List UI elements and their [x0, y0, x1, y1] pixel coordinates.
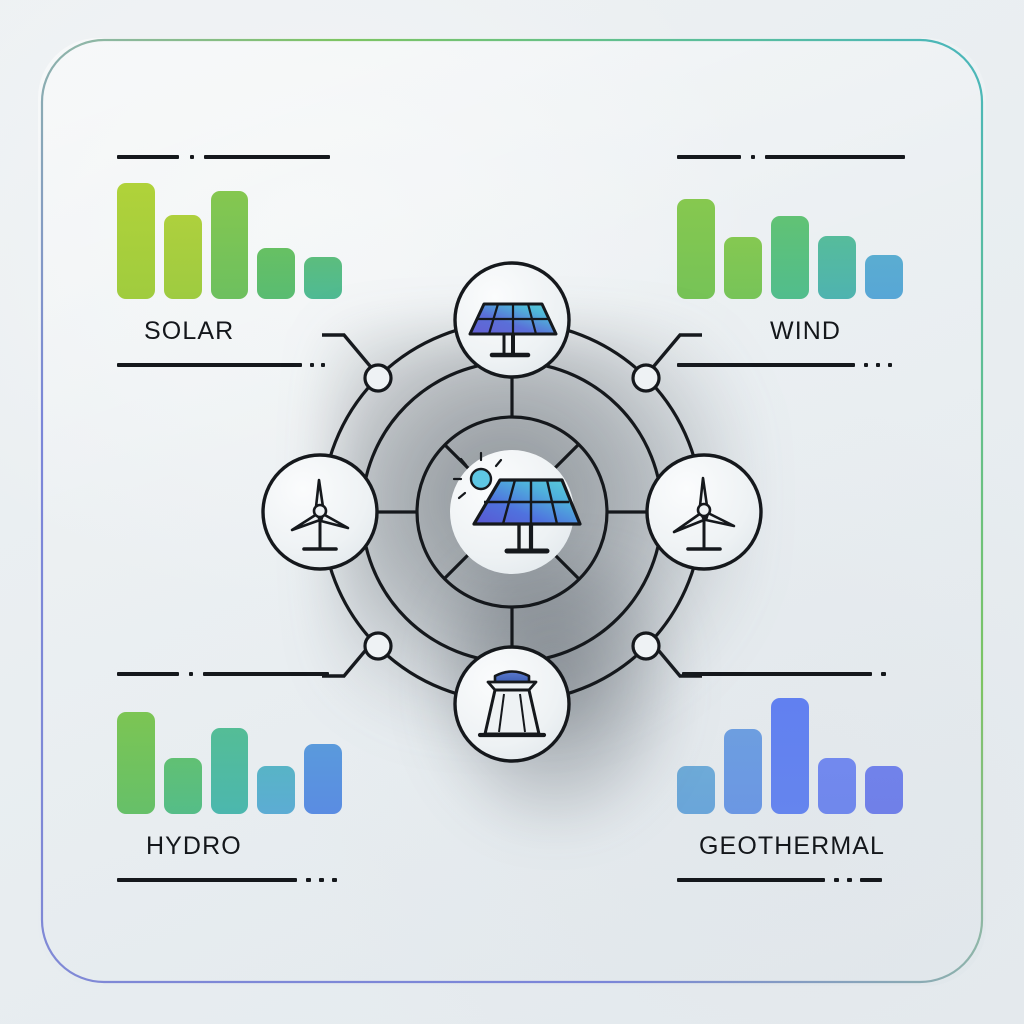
bar	[771, 698, 809, 814]
bar	[304, 744, 342, 814]
junction-node	[363, 631, 393, 661]
bar	[865, 766, 903, 814]
solar-panel-icon	[468, 302, 558, 358]
geothermal-bottom-rule	[677, 878, 917, 882]
bar	[724, 237, 762, 299]
junction-node	[631, 631, 661, 661]
quadrant-hydro: HYDRO	[117, 698, 342, 882]
wind-turbine-icon	[290, 478, 350, 551]
solar-bottom-rule	[117, 363, 342, 367]
bar	[677, 199, 715, 299]
bar	[257, 766, 296, 814]
hub-node-bottom[interactable]	[453, 645, 571, 763]
central-hub-diagram	[261, 261, 763, 763]
quadrant-solar: SOLAR	[117, 155, 342, 367]
bar	[818, 758, 856, 814]
quadrant-label-wind: WIND	[770, 317, 842, 345]
hydro-bars	[117, 698, 342, 814]
bar	[117, 183, 155, 299]
bar	[865, 255, 903, 299]
solar-bars	[117, 183, 342, 299]
hub-center[interactable]	[450, 450, 582, 574]
hub-node-right[interactable]	[645, 453, 763, 571]
wind-bars	[677, 183, 907, 299]
bar	[210, 191, 249, 299]
hub-node-left[interactable]	[261, 453, 379, 571]
bar	[677, 766, 715, 814]
solar-panel-sun-icon	[452, 451, 582, 554]
hub-node-top[interactable]	[453, 261, 571, 379]
junction-node	[631, 363, 661, 393]
quadrant-wind: WIND	[677, 155, 907, 367]
bar	[818, 236, 856, 299]
bar	[257, 248, 296, 299]
hydro-top-rule	[117, 672, 342, 676]
quadrant-label-geothermal: GEOTHERMAL	[699, 832, 886, 860]
quadrant-label-solar: SOLAR	[144, 317, 235, 345]
wind-top-rule	[677, 155, 907, 159]
quadrant-geothermal: GEOTHERMAL	[677, 698, 917, 882]
hub-junctions	[363, 363, 661, 661]
geothermal-bars	[677, 698, 917, 814]
bar	[771, 216, 809, 299]
bar	[210, 728, 249, 814]
cooling-tower-icon	[477, 670, 547, 738]
quadrant-label-hydro: HYDRO	[146, 832, 242, 860]
geothermal-top-rule	[682, 672, 907, 676]
bar	[117, 712, 155, 814]
bar	[724, 729, 762, 814]
wind-bottom-rule	[677, 363, 907, 367]
bar	[163, 215, 202, 299]
wind-turbine-icon	[672, 476, 736, 551]
junction-node	[363, 363, 393, 393]
solar-top-rule	[117, 155, 342, 159]
bar	[304, 257, 342, 299]
hydro-bottom-rule	[117, 878, 342, 882]
bar	[163, 758, 202, 814]
